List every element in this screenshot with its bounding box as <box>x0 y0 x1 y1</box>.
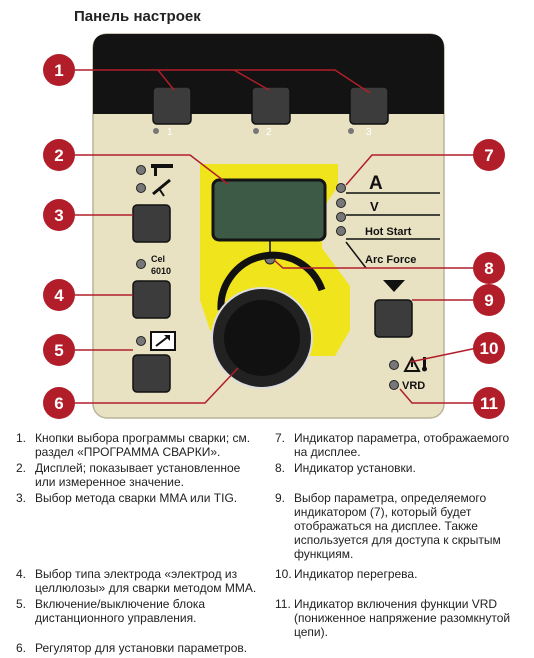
program-label-1: 1 <box>167 127 173 138</box>
svg-text:11: 11 <box>480 394 498 413</box>
svg-text:8: 8 <box>484 259 493 278</box>
svg-text:9: 9 <box>484 291 493 310</box>
callout-7: 7 <box>473 139 505 171</box>
control-panel-diagram: 1 2 3 Cel 6010 A V Hot Start Arc Force <box>43 33 505 419</box>
legend-text: Регулятор для установки параметров. <box>35 641 248 655</box>
legend-number: 8. <box>275 461 286 475</box>
program-button-3[interactable] <box>349 86 389 125</box>
svg-text:6: 6 <box>54 394 63 413</box>
legend-number: 6. <box>16 641 27 655</box>
cel-led <box>136 259 146 269</box>
callout-6: 6 <box>43 387 75 419</box>
legend-number: 9. <box>275 491 286 505</box>
callout-2: 2 <box>43 139 75 171</box>
program-label-2: 2 <box>266 127 272 138</box>
overheat-warning-icon <box>403 355 427 372</box>
callout-9: 9 <box>473 284 505 316</box>
legend-text: Индикатор перегрева. <box>294 567 418 581</box>
legend-text: Индикатор включения функции VRD(пониженн… <box>294 597 511 639</box>
legend-number: 5. <box>16 597 27 611</box>
led-arc-force <box>336 226 346 236</box>
legend-number: 3. <box>16 491 27 505</box>
remote-led <box>136 336 146 346</box>
program-button-1[interactable] <box>152 86 192 125</box>
remote-toggle-button[interactable] <box>132 354 171 393</box>
legend-text: Выбор метода сварки MMA или TIG. <box>35 491 238 505</box>
vrd-led <box>389 380 399 390</box>
legend-number: 4. <box>16 567 27 581</box>
svg-text:3: 3 <box>54 206 63 225</box>
overheat-led <box>389 360 399 370</box>
callout-1: 1 <box>43 54 75 86</box>
callout-lines <box>75 69 478 404</box>
label-arc-force: Arc Force <box>365 254 416 266</box>
electrode-type-button[interactable] <box>132 280 171 319</box>
legend-number: 11. <box>275 597 291 611</box>
legend-text: Индикатор установки. <box>294 461 416 475</box>
led-a <box>336 183 346 193</box>
callout-10: 10 <box>473 332 505 364</box>
mma-electrode-icon <box>152 178 171 197</box>
callout-11: 11 <box>473 387 505 419</box>
parameter-divider-lines <box>345 192 440 269</box>
svg-text:7: 7 <box>484 146 493 165</box>
parameter-select-button[interactable] <box>374 299 413 338</box>
program-button-2[interactable] <box>251 86 291 125</box>
led-hot-start <box>336 212 346 222</box>
legend-number: 2. <box>16 461 27 475</box>
label-hot-start: Hot Start <box>365 226 412 238</box>
tig-led <box>136 165 146 175</box>
svg-text:1: 1 <box>54 61 63 80</box>
cel-6010-label: 6010 <box>151 266 171 276</box>
legend-number: 1. <box>16 431 27 445</box>
mma-tig-select-button[interactable] <box>132 204 171 243</box>
program-led-2 <box>253 128 259 134</box>
remote-control-icon <box>150 331 176 351</box>
label-v: V <box>370 199 379 214</box>
callout-3: 3 <box>43 199 75 231</box>
legend-text: Кнопки выбора программы сварки; см.разде… <box>35 431 251 459</box>
display-screen <box>211 178 327 242</box>
page-title: Панель настроек <box>74 8 201 25</box>
svg-text:4: 4 <box>54 286 64 305</box>
tig-torch-icon <box>151 164 173 176</box>
callout-5: 5 <box>43 334 75 366</box>
legend-number: 10. <box>275 567 292 581</box>
parameter-knob-inner <box>224 300 300 376</box>
label-vrd: VRD <box>402 380 425 392</box>
program-led-1 <box>153 128 159 134</box>
callout-8: 8 <box>473 252 505 284</box>
led-v <box>336 198 346 208</box>
cel-label: Cel <box>151 254 165 264</box>
mma-led <box>136 183 146 193</box>
svg-text:10: 10 <box>480 339 499 358</box>
knob-scale-arc <box>217 251 326 311</box>
callout-4: 4 <box>43 279 75 311</box>
legend-number: 7. <box>275 431 286 445</box>
program-label-3: 3 <box>366 127 372 138</box>
svg-text:2: 2 <box>54 146 63 165</box>
program-led-3 <box>348 128 354 134</box>
label-a: A <box>369 173 383 194</box>
svg-text:5: 5 <box>54 341 63 360</box>
arrow-down-icon <box>383 280 405 292</box>
